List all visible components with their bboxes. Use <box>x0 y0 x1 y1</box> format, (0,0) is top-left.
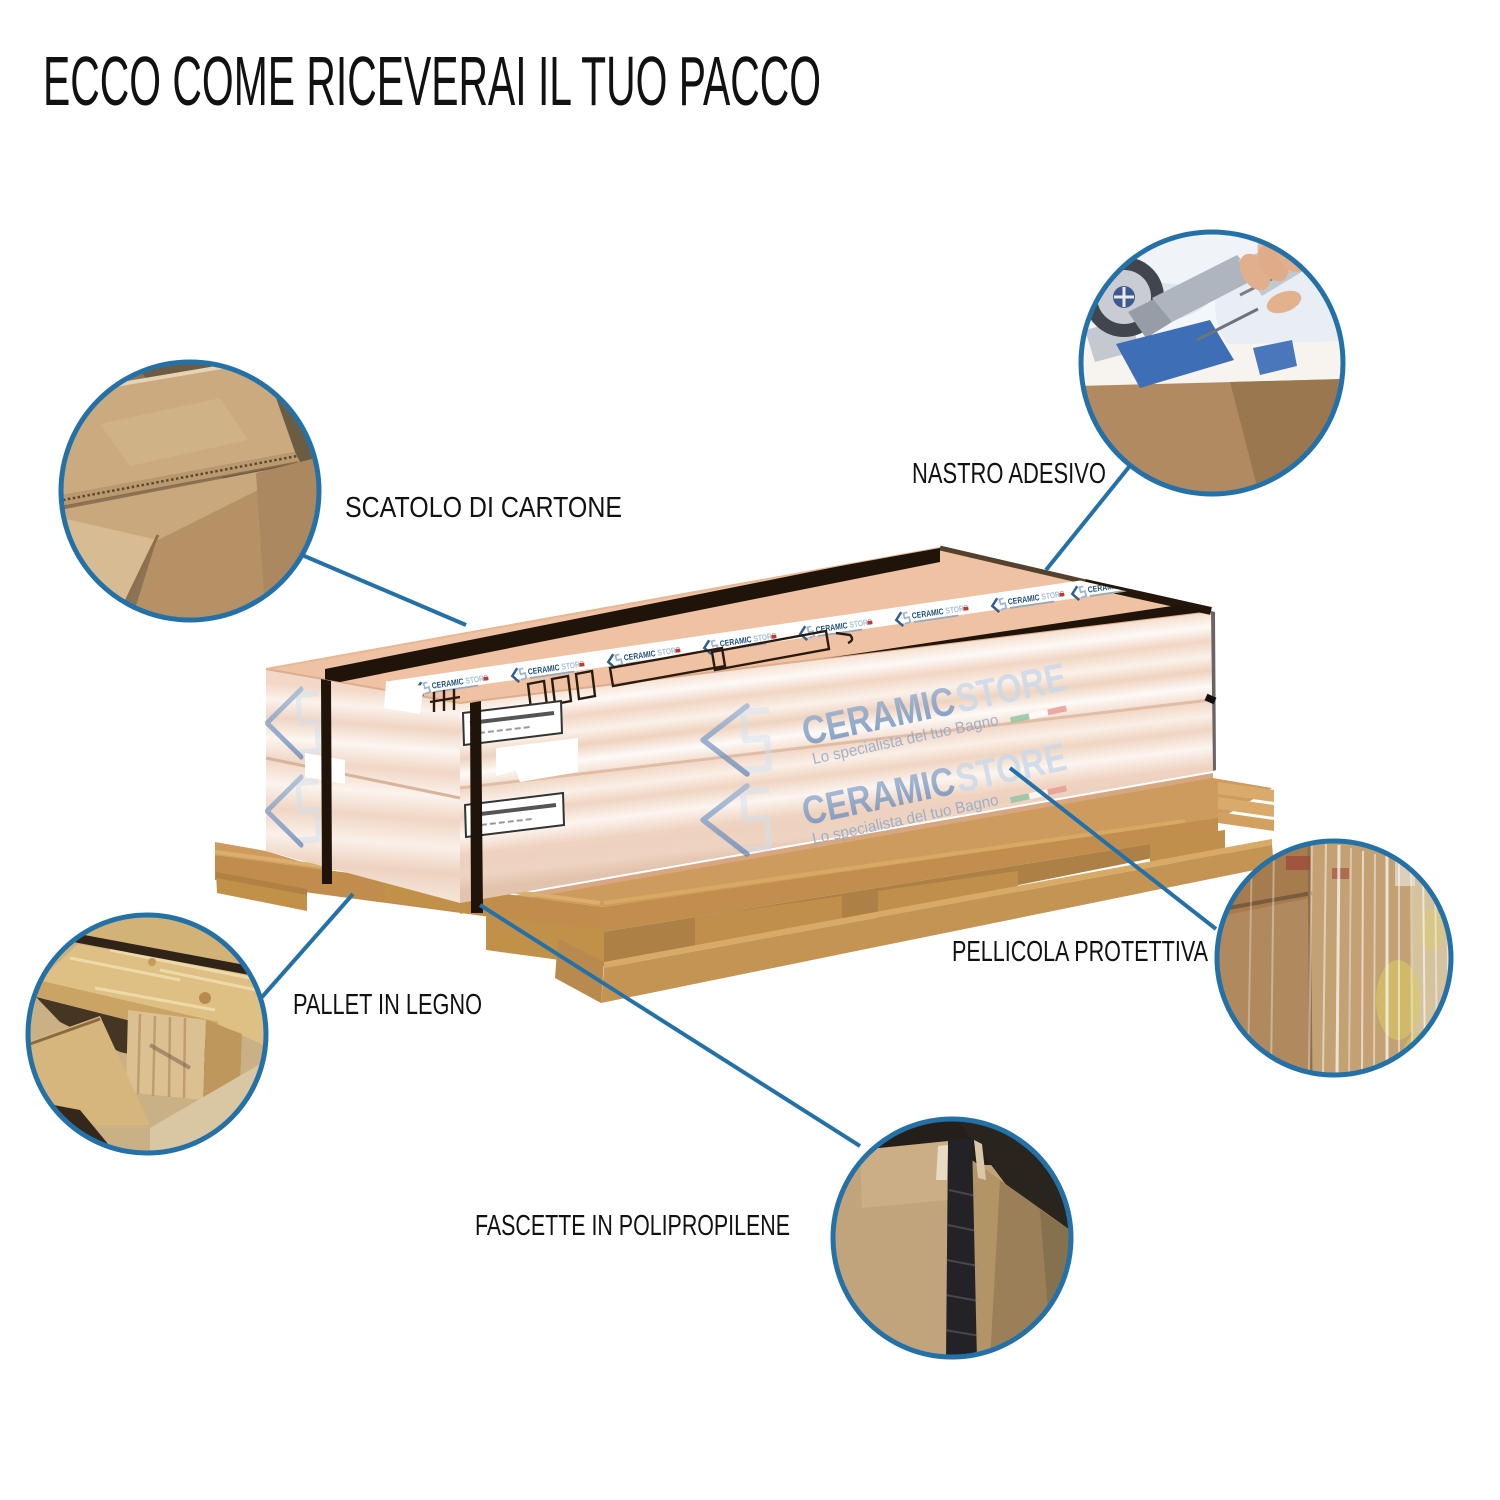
svg-text:FASCETTE IN POLIPROPILENE: FASCETTE IN POLIPROPILENE <box>475 1210 790 1242</box>
svg-text:SCATOLO DI CARTONE: SCATOLO DI CARTONE <box>345 492 622 524</box>
svg-text:ECCO COME RICEVERAI IL TUO PAC: ECCO COME RICEVERAI IL TUO PACCO <box>43 42 821 120</box>
svg-text:PALLET IN LEGNO: PALLET IN LEGNO <box>293 989 482 1021</box>
svg-text:NASTRO ADESIVO: NASTRO ADESIVO <box>912 458 1106 490</box>
svg-text:PELLICOLA PROTETTIVA: PELLICOLA PROTETTIVA <box>952 936 1208 968</box>
